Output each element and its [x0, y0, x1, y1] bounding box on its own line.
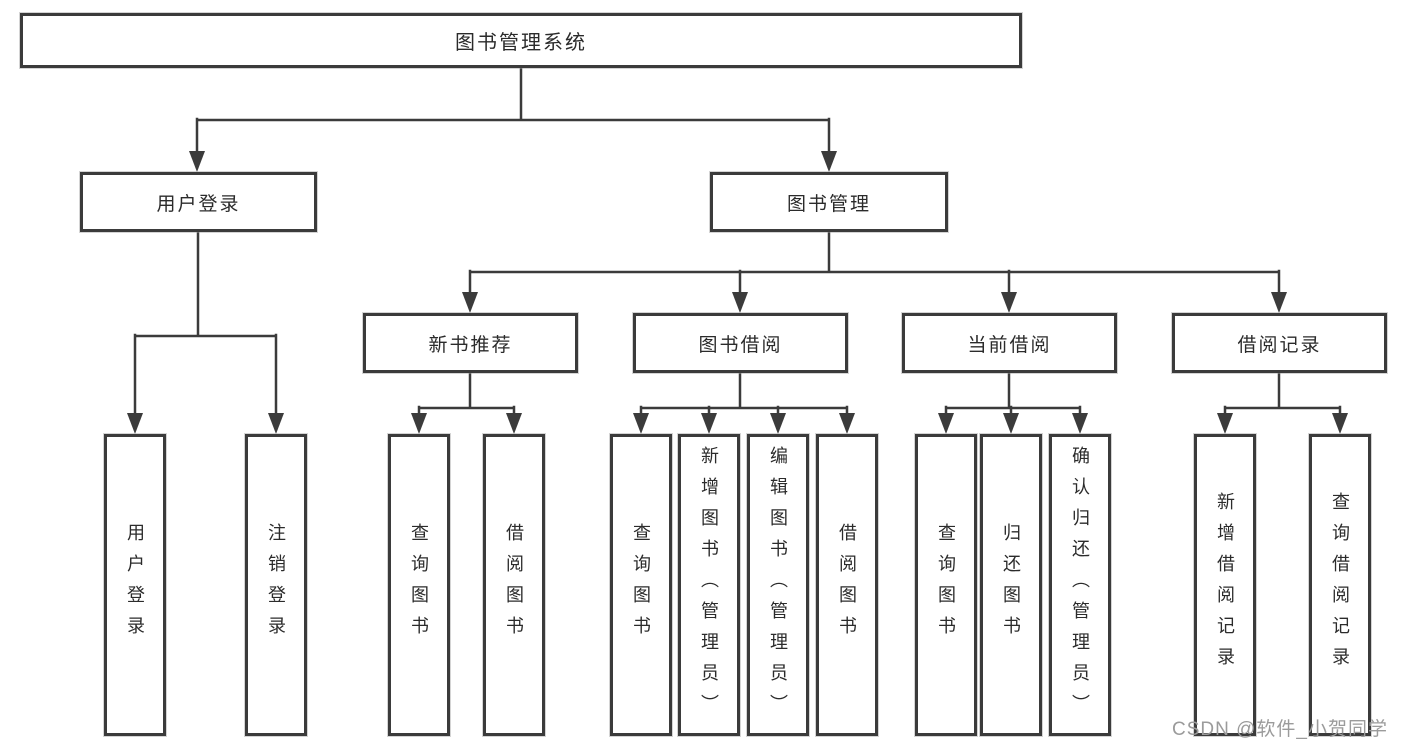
leaf-query-books-2: 查询图书 — [610, 434, 672, 736]
node-label: 新增图书（管理员） — [699, 445, 719, 725]
leaf-add-book-admin: 新增图书（管理员） — [678, 434, 740, 736]
node-label: 用户登录 — [125, 523, 145, 647]
node-user-login: 用户登录 — [80, 172, 317, 232]
node-label: 查询借阅记录 — [1330, 492, 1350, 678]
leaf-user-login: 用户登录 — [104, 434, 166, 736]
node-label: 图书管理 — [786, 193, 871, 215]
node-label: 新书推荐 — [428, 334, 513, 356]
node-current-borrowing: 当前借阅 — [902, 313, 1117, 373]
node-book-borrowing: 图书借阅 — [633, 313, 848, 373]
node-label: 归还图书 — [1001, 523, 1021, 647]
connector-edges — [133, 66, 1342, 420]
node-label: 注销登录 — [266, 523, 286, 647]
node-system-root: 图书管理系统 — [20, 13, 1022, 68]
node-label: 编辑图书（管理员） — [768, 445, 788, 725]
node-label: 图书管理系统 — [455, 32, 587, 54]
node-borrow-records: 借阅记录 — [1172, 313, 1387, 373]
node-label: 图书借阅 — [698, 334, 783, 356]
node-label: 借阅记录 — [1237, 334, 1322, 356]
node-label: 查询图书 — [409, 523, 429, 647]
csdn-watermark: CSDN @软件_小贺同学 — [1172, 719, 1388, 740]
node-label: 用户登录 — [156, 193, 241, 215]
leaf-borrow-books-1: 借阅图书 — [483, 434, 545, 736]
node-label: 确认归还（管理员） — [1070, 445, 1090, 725]
node-book-management: 图书管理 — [710, 172, 948, 232]
leaf-query-borrow-record: 查询借阅记录 — [1309, 434, 1371, 736]
node-label: 查询图书 — [936, 523, 956, 647]
node-label: 当前借阅 — [967, 334, 1052, 356]
leaf-query-books-3: 查询图书 — [915, 434, 977, 736]
leaf-confirm-return-admin: 确认归还（管理员） — [1049, 434, 1111, 736]
leaf-return-book: 归还图书 — [980, 434, 1042, 736]
node-label: 借阅图书 — [837, 523, 857, 647]
node-new-book-recommend: 新书推荐 — [363, 313, 578, 373]
leaf-add-borrow-record: 新增借阅记录 — [1194, 434, 1256, 736]
node-label: 新增借阅记录 — [1215, 492, 1235, 678]
node-label: 查询图书 — [631, 523, 651, 647]
leaf-query-books-1: 查询图书 — [388, 434, 450, 736]
node-label: 借阅图书 — [504, 523, 524, 647]
leaf-edit-book-admin: 编辑图书（管理员） — [747, 434, 809, 736]
arrowheads — [127, 151, 1348, 434]
leaf-logout: 注销登录 — [245, 434, 307, 736]
leaf-borrow-books-2: 借阅图书 — [816, 434, 878, 736]
